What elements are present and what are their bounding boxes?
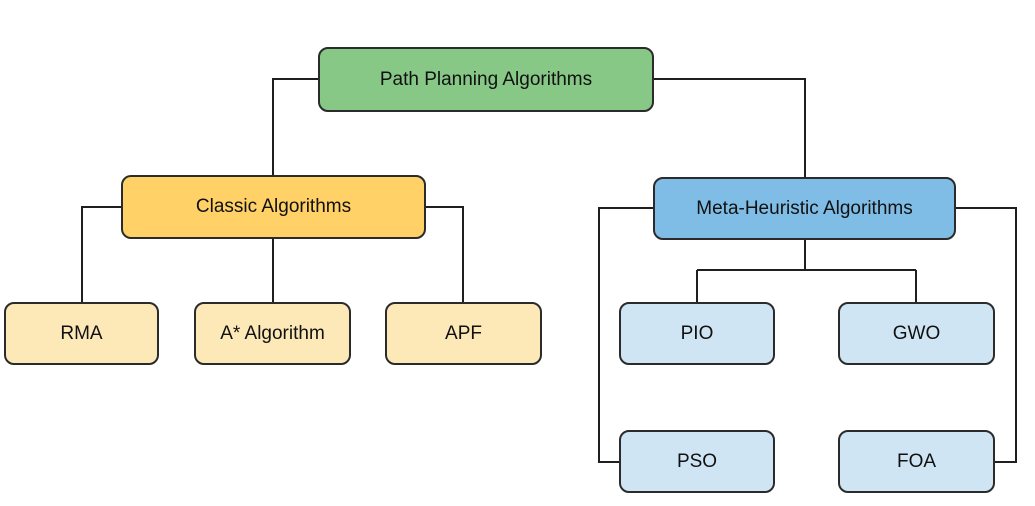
edge-meta-foa <box>956 207 1017 463</box>
edge-classic-rma <box>81 206 121 302</box>
edge-meta-pso <box>598 207 653 463</box>
edge-meta-pio-gwo <box>696 240 917 302</box>
gwo-node: GWO <box>838 302 995 365</box>
pso-node: PSO <box>619 430 775 493</box>
root-node-label: Path Planning Algorithms <box>379 68 593 90</box>
root-node: Path Planning Algorithms <box>318 47 654 112</box>
edge-classic-apf <box>426 206 464 302</box>
apf-node: APF <box>385 302 542 365</box>
rma-label: RMA <box>60 322 103 344</box>
classic-algorithms-node: Classic Algorithms <box>121 175 426 239</box>
a-star-algorithm-node: A* Algorithm <box>194 302 351 365</box>
rma-node: RMA <box>4 302 159 365</box>
apf-label: APF <box>445 322 482 344</box>
meta-heuristic-algorithms-label: Meta-Heuristic Algorithms <box>696 197 913 219</box>
foa-node: FOA <box>838 430 995 493</box>
a-star-algorithm-label: A* Algorithm <box>220 322 325 344</box>
pio-label: PIO <box>680 322 714 344</box>
pso-label: PSO <box>676 450 718 472</box>
classic-algorithms-label: Classic Algorithms <box>195 196 352 217</box>
edge-root-meta <box>654 78 806 177</box>
meta-heuristic-algorithms-node: Meta-Heuristic Algorithms <box>653 177 956 240</box>
pio-node: PIO <box>619 302 775 365</box>
edge-root-classic <box>272 78 318 175</box>
gwo-label: GWO <box>892 322 941 344</box>
foa-label: FOA <box>896 450 937 472</box>
